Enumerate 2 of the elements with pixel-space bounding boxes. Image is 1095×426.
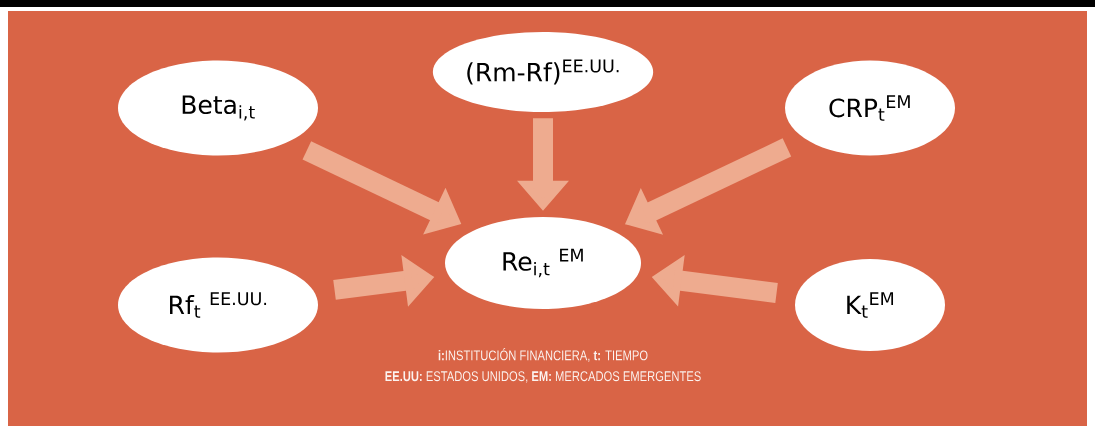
legend-note: EE.UU: ESTADOS UNIDOS, EM: MERCADOS EMERGENTES <box>385 371 701 383</box>
legend-note: i:INSTITUCIÓN FINANCIERA, t: TIEMPO <box>438 348 648 362</box>
